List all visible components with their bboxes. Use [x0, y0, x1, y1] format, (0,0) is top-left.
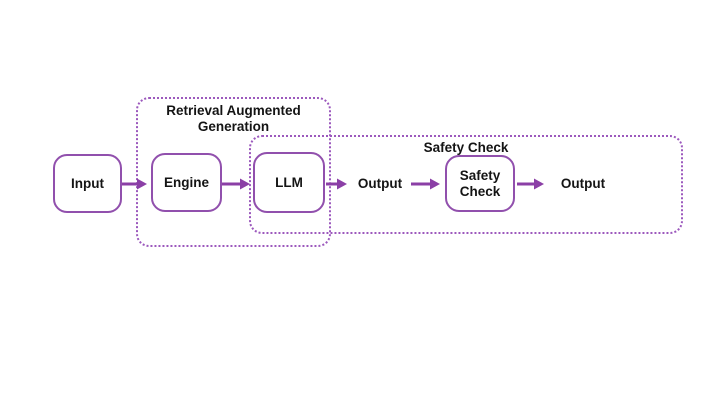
node-safety-check-label: Safety Check	[459, 168, 501, 199]
arrow-input-to-engine	[121, 178, 147, 190]
arrow-engine-to-llm	[221, 178, 250, 190]
node-engine-label: Engine	[163, 174, 209, 190]
rag-group-container: Retrieval Augmented Generation	[136, 97, 331, 247]
node-llm-label: LLM	[275, 174, 303, 190]
safety-group-title: Safety Check	[423, 140, 509, 155]
rag-group-title: Retrieval Augmented Generation	[166, 103, 301, 134]
arrow-output-to-safety-check	[411, 178, 440, 190]
node-input-label: Input	[71, 175, 104, 191]
flow-label-output-2: Output	[560, 176, 606, 191]
node-engine: Engine	[151, 153, 222, 212]
arrow-safety-check-to-output	[517, 178, 544, 190]
node-llm: LLM	[253, 152, 325, 213]
node-safety-check: Safety Check	[445, 155, 515, 212]
safety-group-container: Safety Check	[249, 135, 683, 234]
node-input: Input	[53, 154, 122, 213]
arrow-llm-to-output	[326, 178, 347, 190]
flow-label-output-1: Output	[357, 176, 403, 191]
